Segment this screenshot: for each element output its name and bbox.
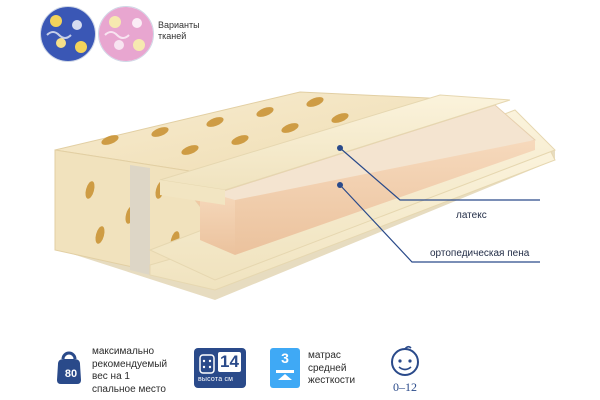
weight-line2: рекомендуемый	[92, 358, 168, 370]
height-unit: см	[224, 376, 234, 383]
stiffness-icon	[270, 348, 300, 388]
foam-callout-line	[339, 184, 540, 263]
weight-description: максимально рекомендуемый вес на 1 спаль…	[92, 346, 167, 396]
stiffness-description: матрас средней жесткости	[308, 350, 355, 388]
zipper-stripe	[130, 165, 150, 275]
fabric-swatch-blue[interactable]	[40, 6, 96, 62]
pink-fabric-pattern-icon	[99, 7, 153, 61]
foam-label: ортопедическая пена	[430, 248, 530, 259]
height-badge: 14 высота см	[194, 348, 246, 388]
blue-fabric-pattern-icon	[41, 7, 95, 61]
stiffness-line2: средней	[308, 362, 347, 374]
fabric-caption-line2: тканей	[158, 31, 187, 41]
latex-top-edge	[160, 180, 225, 205]
height-label: высота	[198, 376, 223, 383]
foam-front	[235, 140, 535, 255]
latex-label: латекс	[456, 210, 487, 221]
fabric-swatch-pink[interactable]	[98, 6, 154, 62]
mattress-illustration	[54, 91, 556, 300]
mattress-height-icon	[199, 354, 215, 374]
stiffness-feature: 3 матрас средней жесткости	[270, 348, 380, 398]
stiffness-line3: жесткости	[308, 375, 356, 386]
age-range: 0–12	[393, 380, 417, 394]
latex-callout-line	[339, 147, 540, 201]
fabric-caption-line1: Варианты	[158, 20, 200, 30]
weight-kettlebell-icon	[57, 351, 81, 384]
weight-feature: 80 максимально рекомендуемый вес на 1 сп…	[54, 346, 224, 400]
stiffness-line1: матрас	[308, 350, 341, 361]
height-value: 14	[218, 352, 241, 372]
weight-line3: вес на 1	[92, 371, 130, 382]
weight-value: 80	[64, 368, 78, 380]
foam-left	[200, 190, 235, 255]
height-caption: высота см	[198, 376, 233, 383]
fabric-caption: Варианты тканей	[158, 20, 200, 42]
age-feature: 0–12	[385, 344, 431, 398]
weight-line1: максимально	[92, 346, 155, 357]
weight-line4: спальное место	[92, 383, 166, 395]
stiffness-value: 3	[281, 350, 289, 366]
child-face-icon	[391, 345, 419, 376]
